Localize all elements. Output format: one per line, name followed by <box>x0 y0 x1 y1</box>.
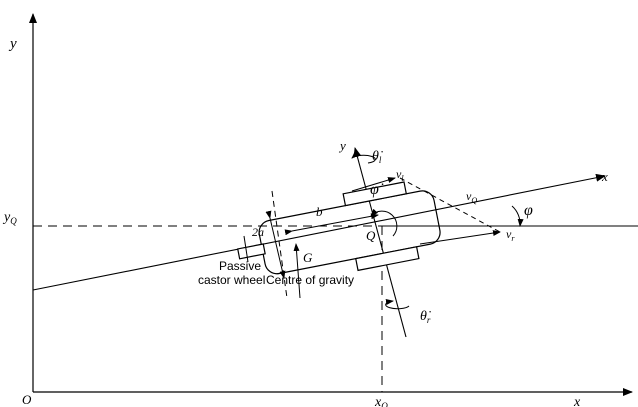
velocity-left-arrow <box>351 177 396 192</box>
global-x-label: x <box>573 395 581 407</box>
theta-l-rotation-arc <box>351 151 376 164</box>
origin-label: O <box>22 392 32 407</box>
global-y-label: y <box>8 36 17 52</box>
phi-dot-rotation-arc <box>370 208 398 237</box>
robot-y-axis <box>353 147 407 338</box>
dimension-2a-label: 2a <box>252 225 264 239</box>
left-wheel <box>342 181 408 207</box>
theta-r-label: θ̇r <box>420 309 431 325</box>
castor-label-line1: Passive <box>219 259 261 273</box>
right-wheel <box>355 246 420 272</box>
velocity-right-arrow <box>419 230 501 245</box>
yq-label: yQ <box>2 210 17 226</box>
cog-pointer-line <box>293 243 301 299</box>
phi-label: φ <box>524 202 533 219</box>
robot-y-label: y <box>338 138 346 153</box>
velocity-right-label: vr <box>506 227 515 243</box>
dimension-b-label: b <box>316 204 323 219</box>
xq-label: xQ <box>374 395 388 407</box>
castor-label-line2: castor wheel <box>198 273 265 287</box>
robot-body-group <box>237 181 441 275</box>
point-g-label: G <box>303 250 313 265</box>
velocity-left-label: vl <box>396 167 404 183</box>
theta-l-label: θ̇l <box>372 149 383 165</box>
robot-x-label: x <box>601 169 608 184</box>
castor-wheel <box>237 243 266 260</box>
velocity-q-label: vQ <box>466 189 477 205</box>
point-q-label: Q <box>366 228 376 243</box>
phi-angle-arc <box>511 205 524 227</box>
vq-dashed-connector <box>399 177 501 233</box>
dimension-2a-arrow <box>265 210 286 279</box>
dimension-b-arrow <box>284 213 379 236</box>
theta-r-rotation-arc <box>385 299 410 310</box>
castor-pointer-line <box>243 235 249 263</box>
centre-of-gravity-label: Centre of gravity <box>266 273 354 287</box>
